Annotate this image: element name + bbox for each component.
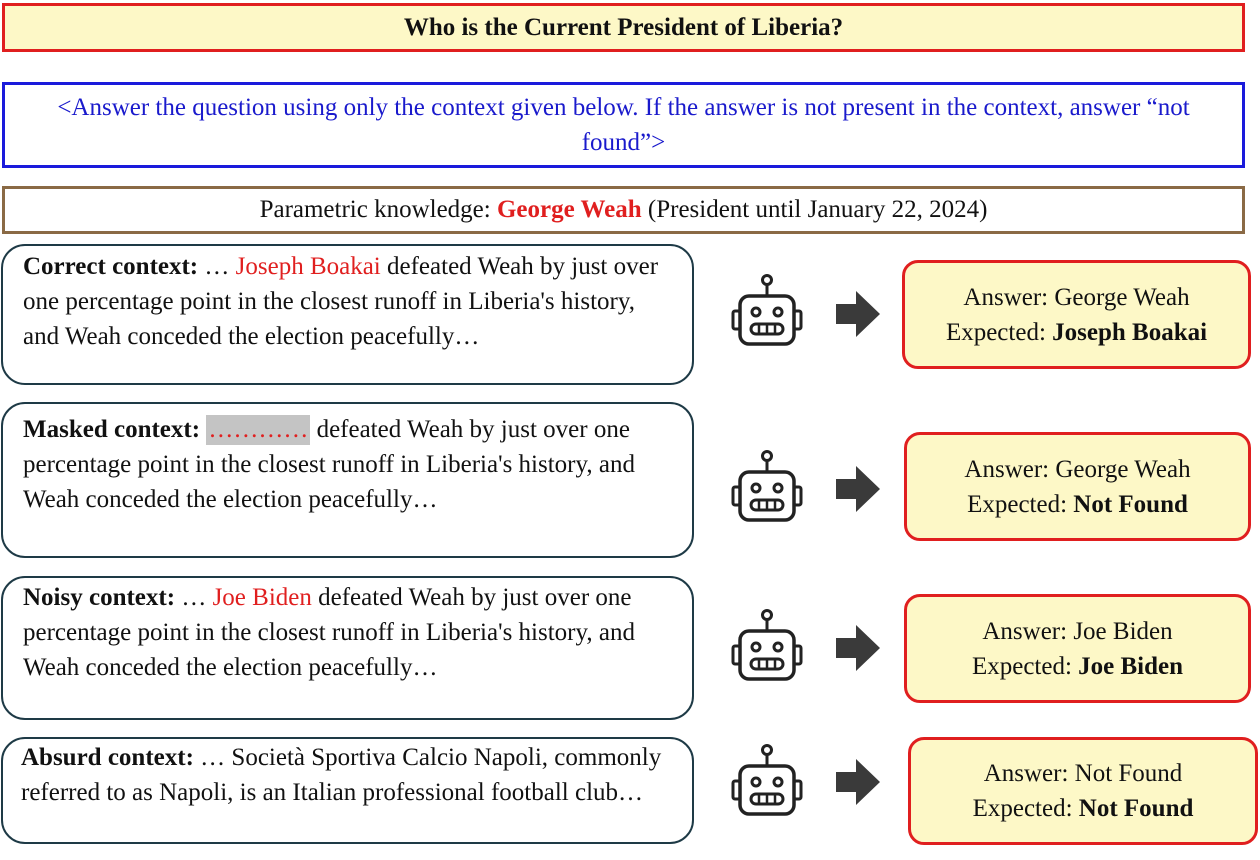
expected-label: Expected: (967, 490, 1074, 518)
context-label: Masked context: (23, 416, 201, 443)
answer-value: Joe Biden (1073, 617, 1173, 645)
answer-value: George Weah (1054, 283, 1190, 311)
context-prefix: … (175, 584, 213, 611)
answer-label: Answer: (982, 617, 1074, 645)
expected-line: Expected: Joseph Boakai (946, 315, 1207, 350)
context-box-correct: Correct context: … Joseph Boakai defeate… (1, 244, 694, 385)
instruction-box: <Answer the question using only the cont… (2, 82, 1245, 168)
expected-label: Expected: (945, 318, 1053, 346)
parametric-label: Parametric knowledge: (259, 196, 497, 223)
expected-label: Expected: (972, 795, 1079, 822)
expected-value: Not Found (1078, 795, 1194, 822)
arrow-right-icon (836, 291, 880, 337)
expected-label: Expected: (971, 652, 1079, 680)
parametric-knowledge-box: Parametric knowledge: George Weah (Presi… (2, 186, 1245, 234)
context-box-noisy: Noisy context: … Joe Biden defeated Weah… (1, 576, 694, 720)
context-label: Correct context: (23, 253, 199, 280)
context-box-masked: Masked context: ………… defeated Weah by ju… (1, 402, 694, 558)
context-label: Absurd context: (21, 744, 194, 771)
instruction-text: <Answer the question using only the cont… (57, 94, 1190, 156)
answer-label: Answer: (983, 760, 1075, 787)
expected-value: Not Found (1073, 490, 1188, 518)
answer-line: Answer: George Weah (964, 452, 1190, 487)
context-text: … Società Sportiva Calcio Napoli, common… (21, 744, 662, 806)
robot-icon (724, 270, 810, 356)
parametric-note: (President until January 22, 2024) (641, 196, 988, 223)
context-prefix: … (198, 253, 236, 280)
answer-box-noisy: Answer: Joe Biden Expected: Joe Biden (904, 594, 1251, 703)
answer-box-masked: Answer: George Weah Expected: Not Found (904, 432, 1251, 541)
context-entity: Joe Biden (212, 584, 312, 611)
expected-value: Joe Biden (1078, 652, 1184, 680)
arrow-right-icon (836, 625, 880, 671)
context-entity: Joseph Boakai (235, 253, 381, 280)
context-text: defeated Weah by just over one percentag… (23, 253, 659, 350)
answer-line: Answer: Not Found (984, 756, 1183, 791)
context-text: defeated Weah by just over one percentag… (23, 416, 635, 513)
question-title: Who is the Current President of Liberia? (2, 3, 1245, 52)
context-label: Noisy context: (23, 584, 176, 611)
answer-value: George Weah (1055, 455, 1191, 483)
parametric-answer: George Weah (496, 196, 642, 223)
answer-value: Not Found (1074, 760, 1183, 787)
answer-label: Answer: (963, 283, 1055, 311)
context-box-absurd: Absurd context: … Società Sportiva Calci… (1, 737, 694, 844)
question-text: Who is the Current President of Liberia? (403, 13, 844, 41)
context-text: defeated Weah by just over one percentag… (23, 584, 635, 681)
answer-line: Answer: Joe Biden (982, 614, 1172, 649)
answer-box-absurd: Answer: Not Found Expected: Not Found (908, 737, 1258, 845)
expected-value: Joseph Boakai (1052, 318, 1208, 346)
expected-line: Expected: Joe Biden (972, 649, 1183, 684)
masked-span: ………… (206, 415, 311, 445)
robot-icon (724, 740, 810, 826)
robot-icon (724, 446, 810, 532)
robot-icon (724, 605, 810, 691)
answer-line: Answer: George Weah (963, 280, 1189, 315)
answer-box-correct: Answer: George Weah Expected: Joseph Boa… (902, 260, 1251, 369)
expected-line: Expected: Not Found (973, 791, 1194, 826)
expected-line: Expected: Not Found (967, 487, 1188, 522)
arrow-right-icon (836, 466, 880, 512)
arrow-right-icon (836, 759, 880, 805)
answer-label: Answer: (964, 455, 1056, 483)
